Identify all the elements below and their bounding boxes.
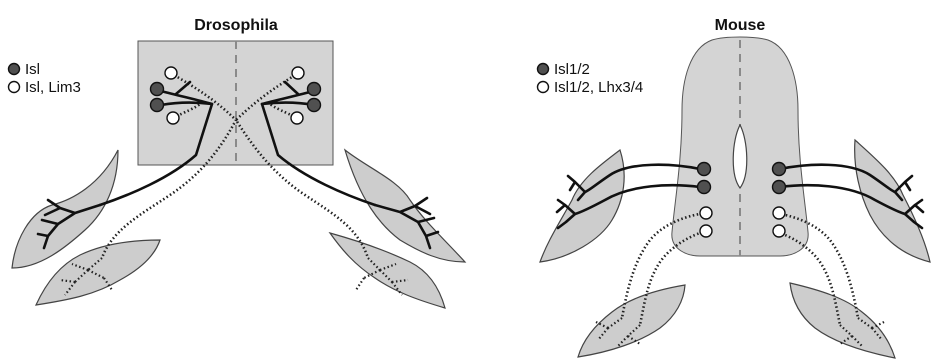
legend-filled-cell-icon (7, 62, 21, 76)
mouse-endplate-ventral-left (595, 317, 641, 347)
drosophila-axon-filled-left-branches (159, 80, 214, 107)
mouse-cell-filled (771, 161, 787, 177)
drosophila-panel: Drosophila Isl Isl, Lim3 (7, 17, 467, 309)
mouse-axon-open-left-2 (638, 229, 707, 326)
mouse-endplate-ventral-right (839, 317, 885, 347)
drosophila-endplate-ventral-right (355, 257, 409, 296)
mouse-muscle-ventral-right (789, 282, 896, 359)
legend-filled-cell-icon (536, 62, 550, 76)
mouse-axon-filled-right-1 (778, 163, 897, 194)
mouse-cell-open (772, 206, 786, 220)
mouse-endplate-dorsal-left-2 (555, 198, 577, 230)
mouse-axon-filled-left-2 (573, 183, 702, 216)
mouse-axon-open-left-1 (620, 211, 707, 319)
drosophila-endplate-dorsal-right (373, 196, 440, 250)
drosophila-axon-open-right (234, 71, 370, 259)
mouse-legend-open-label: Isl1/2, Lhx3/4 (554, 79, 643, 96)
drosophila-title: Drosophila (194, 17, 278, 34)
legend-open-cell-icon (536, 80, 550, 94)
drosophila-axon-filled-right (260, 102, 377, 207)
mouse-panel: Mouse Isl1/2 Isl1/2, Lhx3/4 (536, 17, 931, 359)
drosophila-cell-filled (306, 97, 322, 113)
mouse-legend: Isl1/2 Isl1/2, Lhx3/4 (536, 61, 643, 96)
mouse-endplate-dorsal-right-1 (893, 174, 914, 202)
mouse-axon-filled-right-2 (778, 183, 907, 216)
legend-open-cell-icon (7, 80, 21, 94)
drosophila-endplate-ventral-left (59, 257, 113, 296)
drosophila-cell-open (290, 111, 304, 125)
drosophila-legend-filled-label: Isl (25, 61, 40, 78)
mouse-cell-filled (771, 179, 787, 195)
mouse-muscle-dorsal-left (539, 149, 625, 263)
drosophila-endplate-dorsal-left (36, 198, 102, 250)
mouse-cell-filled (696, 179, 712, 195)
mouse-axon-open-right-2 (773, 229, 842, 326)
drosophila-cell-open (166, 111, 180, 125)
mouse-axon-open-right-1 (773, 211, 860, 319)
drosophila-cell-filled (149, 97, 165, 113)
drosophila-legend: Isl Isl, Lim3 (7, 61, 81, 96)
drosophila-cell-open (164, 66, 178, 80)
drosophila-axon-filled-left (98, 102, 214, 207)
drosophila-muscle-ventral-right (328, 231, 446, 309)
drosophila-axon-open-left-2 (172, 102, 201, 120)
mouse-cell-open (699, 224, 713, 238)
drosophila-axon-open-right-2 (269, 102, 298, 120)
drosophila-muscle-ventral-left (34, 239, 161, 306)
mouse-endplate-dorsal-left-1 (566, 174, 587, 202)
mouse-axon-filled-left-1 (583, 163, 702, 194)
mouse-cell-open (772, 224, 786, 238)
drosophila-cell-filled (306, 81, 322, 97)
drosophila-legend-open-label: Isl, Lim3 (25, 79, 81, 96)
mouse-legend-filled-label: Isl1/2 (554, 61, 590, 78)
mouse-cell-filled (696, 161, 712, 177)
mouse-title: Mouse (715, 17, 766, 34)
mouse-muscle-ventral-left (577, 284, 686, 358)
mouse-endplate-dorsal-right-2 (903, 198, 925, 230)
mouse-cell-open (699, 206, 713, 220)
mouse-central-canal (732, 123, 748, 189)
drosophila-cell-filled (149, 81, 165, 97)
drosophila-cell-open (291, 66, 305, 80)
mouse-muscle-dorsal-right (854, 138, 931, 263)
